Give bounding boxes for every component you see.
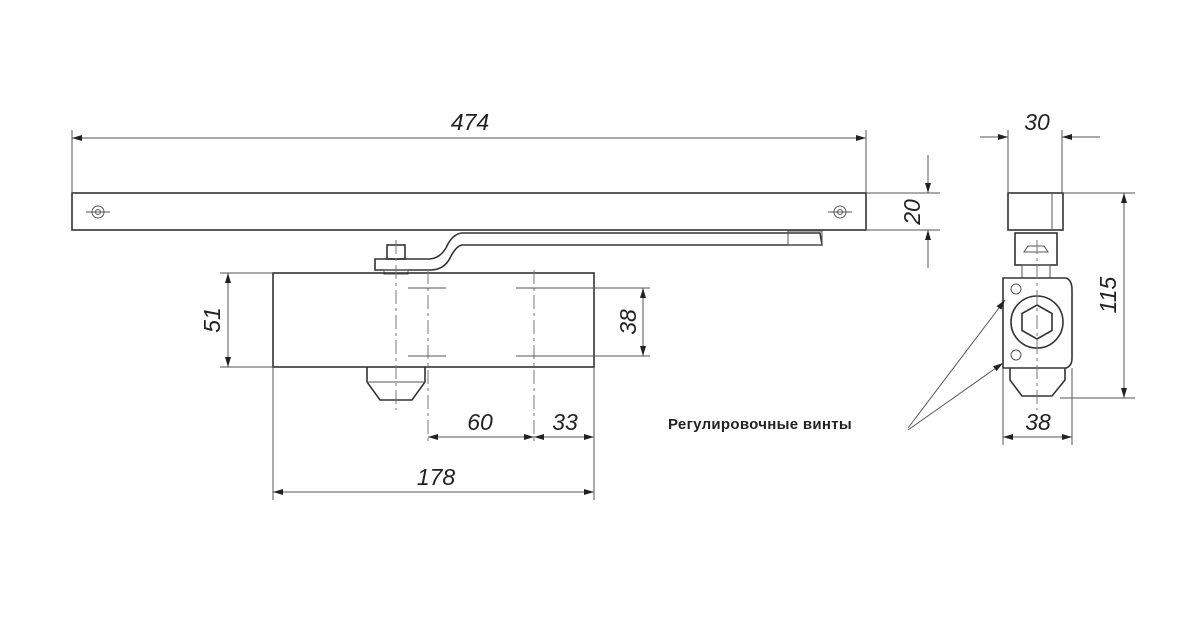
dim-body-length: 178 — [417, 464, 456, 490]
closer-body — [272, 272, 595, 368]
dim-side-total-height: 115 — [1095, 276, 1121, 313]
dim-rail-height: 20 — [899, 199, 925, 226]
side-rail — [1007, 192, 1064, 231]
dim-mount-offset: 33 — [552, 409, 578, 435]
slide-rail — [71, 192, 867, 231]
dim-side-body-width: 38 — [1025, 409, 1051, 435]
adjusting-screws-label: Регулировочные винты — [668, 416, 852, 433]
front-view: 474 20 51 38 60 33 178 — [71, 109, 940, 500]
adjusting-screw-bottom — [1010, 349, 1022, 361]
adjusting-screw-top — [1010, 283, 1022, 295]
rail-screw-hole-left — [86, 205, 110, 219]
dim-mount-horizontal: 60 — [467, 409, 493, 435]
dim-side-rail-width: 30 — [1024, 109, 1050, 135]
dim-body-height: 51 — [199, 307, 225, 333]
hex-pinion-icon — [1021, 304, 1053, 340]
dim-mount-vertical: 38 — [615, 309, 641, 335]
dim-rail-length: 474 — [451, 109, 489, 135]
side-body — [1002, 277, 1073, 369]
side-view: 30 115 38 — [907, 109, 1135, 445]
rail-screw-hole-right — [828, 205, 852, 219]
closer-arm — [374, 232, 823, 271]
